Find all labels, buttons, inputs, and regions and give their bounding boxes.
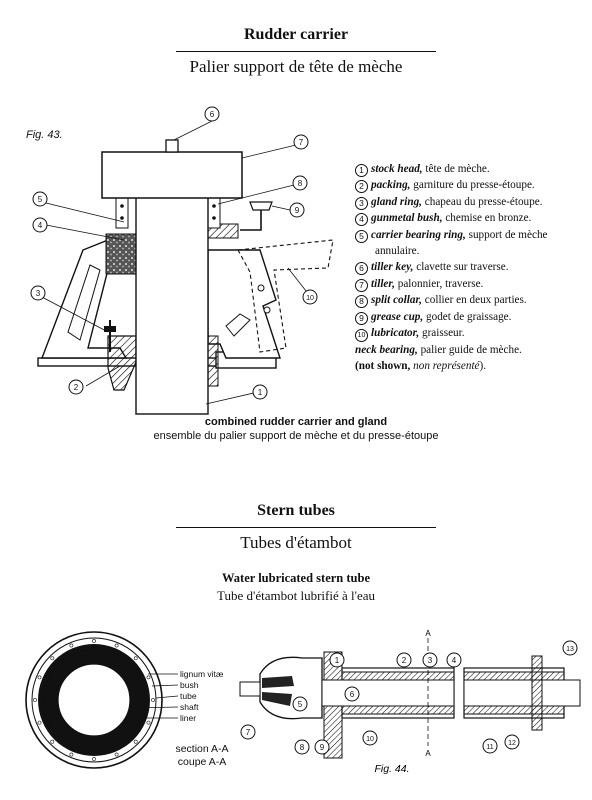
stave-mark <box>33 698 37 702</box>
callout-9: 9 <box>295 206 300 215</box>
rudder-carrier-drawing: 6 7 8 9 10 5 4 3 2 1 <box>30 106 334 415</box>
callout-12: 12 <box>508 740 516 747</box>
section-marker-top: A <box>425 629 431 638</box>
stave-mark <box>151 698 155 702</box>
callouts-44 <box>240 640 578 755</box>
split-collar-left <box>115 197 129 229</box>
stave-mark <box>50 739 55 744</box>
stave-mark <box>50 656 55 661</box>
callout-10: 10 <box>366 736 374 743</box>
subtitle-en: Water lubricated stern tube <box>221 571 371 585</box>
callout-6: 6 <box>210 110 215 119</box>
section-label-fr: coupe A-A <box>178 756 226 768</box>
subtitle-fr: Tube d'étambot lubrifié à l'eau <box>217 588 375 603</box>
split-collar-right <box>207 197 221 229</box>
callout-13: 13 <box>566 646 574 653</box>
stave-mark <box>92 757 96 761</box>
packing-bush <box>105 233 137 275</box>
callout-7: 7 <box>246 728 251 737</box>
figure-caption-43: combined rudder carrier and gland ensemb… <box>0 415 592 443</box>
callout-5: 5 <box>298 700 303 709</box>
figure-label-44: Fig. 44. <box>374 763 409 775</box>
section-label-en: section A-A <box>175 743 228 755</box>
stave-mark <box>133 739 138 744</box>
section-title-stern-tubes-fr: Tubes d'étambot <box>240 533 352 552</box>
stave-mark <box>114 752 119 757</box>
caption-en: combined rudder carrier and gland <box>204 416 388 428</box>
stern-tube-cross-section: lignum vitæ bush tube shaft liner sectio… <box>25 631 229 769</box>
stave-mark <box>37 720 42 725</box>
callout-2: 2 <box>402 656 407 665</box>
title-rule <box>176 527 436 528</box>
section-title-rudder-carrier: Rudder carrier <box>243 26 349 43</box>
section-title-stern-tubes: Stern tubes <box>257 502 335 519</box>
propeller-hub <box>259 656 323 720</box>
callout-10: 10 <box>306 295 314 302</box>
label-liner: liner <box>180 713 196 723</box>
label-shaft: shaft <box>180 702 199 712</box>
callout-8: 8 <box>300 743 305 752</box>
callout-7: 7 <box>299 138 304 147</box>
carrier-casting-right <box>207 249 281 359</box>
label-lignum-vitae: lignum vitæ <box>180 669 224 679</box>
callout-3: 3 <box>36 289 41 298</box>
legend-neck-bearing: neck bearing, palier guide de mèche. <box>355 344 522 357</box>
callout-1: 1 <box>258 388 263 397</box>
stave-mark <box>69 752 74 757</box>
rudder-stock <box>135 177 209 415</box>
callout-11: 11 <box>486 744 493 751</box>
section-title-rudder-carrier-fr: Palier support de tête de mèche <box>189 57 403 76</box>
stern-tube-longitudinal: A A 1 2 3 4 5 6 7 8 9 10 11 12 13 Fig. 4… <box>239 629 581 775</box>
stave-mark <box>92 639 96 643</box>
callout-1: 1 <box>335 656 340 665</box>
callout-9: 9 <box>320 743 325 752</box>
legend-item-5-cont: annulaire. <box>375 245 420 258</box>
grease-cup <box>249 201 273 211</box>
tiller-outline <box>237 239 334 353</box>
callout-6: 6 <box>350 690 355 699</box>
stave-mark <box>146 720 151 725</box>
label-tube: tube <box>180 691 197 701</box>
shaft <box>321 679 455 707</box>
callout-8: 8 <box>298 179 303 188</box>
callout-2: 2 <box>74 383 79 392</box>
caption-fr: ensemble du palier support de mèche et d… <box>153 430 439 442</box>
callout-4: 4 <box>452 656 457 665</box>
callout-5: 5 <box>38 195 43 204</box>
stave-mark <box>69 643 74 648</box>
stave-mark <box>146 675 151 680</box>
callout-3: 3 <box>428 656 433 665</box>
stock-head <box>101 151 243 199</box>
stave-mark <box>114 643 119 648</box>
stave-mark <box>133 656 138 661</box>
section-marker-bottom: A <box>425 749 431 758</box>
label-bush: bush <box>180 680 199 690</box>
figure-label-43: Fig. 43. <box>26 129 63 141</box>
legend-not-shown: (not shown, non représenté). <box>355 360 487 373</box>
callout-4: 4 <box>38 221 43 230</box>
title-rule <box>176 51 436 52</box>
stave-mark <box>37 675 42 680</box>
callouts-43 <box>30 106 318 400</box>
